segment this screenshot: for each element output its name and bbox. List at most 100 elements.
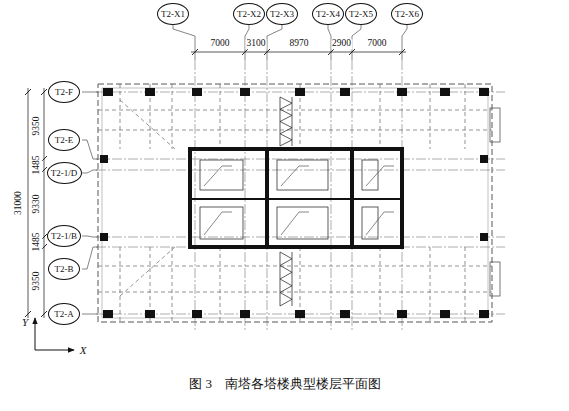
axis-label: T2-E: [55, 136, 74, 145]
bubble-leader: [82, 140, 98, 159]
grid-bubble: T2-1/D: [47, 162, 82, 184]
axis-name: X: [79, 345, 88, 356]
beam-line: [465, 84, 466, 149]
core-room: [277, 160, 328, 190]
grid-line: [331, 60, 332, 330]
column: [397, 310, 407, 318]
grid-line: [245, 60, 246, 330]
dimension-text: 8970: [289, 39, 310, 49]
brace: [280, 252, 292, 306]
stair-line: [366, 212, 394, 235]
beam-line: [380, 247, 381, 322]
beam-line: [120, 247, 175, 296]
stair-line: [204, 212, 232, 235]
column: [100, 233, 108, 241]
dimension-text: 2900: [331, 39, 352, 49]
core-wall: [190, 149, 402, 247]
grid-bubble: T2-X5: [345, 3, 377, 25]
core-room: [200, 160, 243, 190]
dimension-text: 7000: [367, 39, 388, 49]
beam-line: [98, 130, 492, 131]
brace: [280, 97, 281, 146]
bubble-leader: [82, 170, 98, 173]
brace: [280, 252, 281, 306]
column: [240, 310, 250, 318]
beam-line: [120, 100, 175, 149]
beam-line: [98, 110, 492, 111]
core-wall: [350, 149, 354, 247]
axis-label: T2-F: [55, 88, 73, 97]
column: [397, 88, 407, 96]
bubble-leader: [82, 247, 98, 269]
dimension-line: [28, 88, 29, 318]
grid-bubble: T2-F: [48, 81, 80, 103]
grid-line: [96, 159, 505, 160]
stair-line: [281, 212, 309, 235]
dimension-tick: [41, 244, 47, 250]
grid-bubble: T2-X6: [391, 3, 423, 25]
dimension-text: 3100: [246, 39, 267, 49]
column: [479, 310, 489, 318]
column: [480, 233, 488, 241]
axis-label: T2-1/B: [51, 232, 77, 241]
bubble-leader: [82, 92, 98, 93]
bubble-leader: [402, 25, 407, 60]
dimension-text: 1485: [32, 232, 42, 253]
column: [100, 155, 108, 163]
beam-line: [98, 266, 492, 267]
grid-line: [96, 170, 505, 171]
axis-label: T2-A: [54, 310, 74, 319]
axis-label: T2-X2: [237, 10, 261, 19]
axis-label: T2-X6: [395, 10, 419, 19]
beam-line: [120, 84, 121, 149]
dimension-tick: [41, 156, 47, 162]
beam-line: [220, 247, 221, 322]
bubble-leader: [82, 236, 98, 237]
dimension-text: 31000: [14, 190, 24, 216]
dimension-line: [44, 88, 45, 318]
column: [240, 88, 250, 96]
column: [295, 310, 305, 318]
bubble-leader: [82, 314, 98, 315]
grid-bubble: T2-X4: [312, 3, 344, 25]
core-inner-wall: [269, 198, 350, 200]
notch-outline: [490, 108, 500, 142]
axis-label: T2-B: [55, 265, 74, 274]
grid-bubble: T2-A: [48, 303, 80, 325]
brace: [292, 97, 293, 146]
beam-line: [172, 247, 173, 322]
column: [340, 310, 350, 318]
brace: [292, 252, 293, 306]
bubble-leader: [173, 25, 195, 60]
axis-label: T2-X5: [349, 10, 373, 19]
stair-line: [281, 166, 309, 186]
grid-bubble: T2-1/B: [47, 225, 81, 247]
dimension-tick: [41, 311, 47, 317]
beam-line: [380, 84, 381, 149]
column: [479, 88, 489, 96]
notch-outline: [490, 262, 500, 296]
column: [103, 310, 113, 318]
dimension-text: 7000: [210, 39, 231, 49]
dimension-text: 9350: [32, 270, 42, 291]
dimension-tick: [41, 89, 47, 95]
brace: [280, 97, 292, 146]
figure-caption: 图 3 南塔各塔楼典型楼层平面图: [189, 375, 381, 393]
column: [192, 310, 202, 318]
core-inner-wall: [192, 198, 265, 200]
column: [440, 310, 450, 318]
slab-edge: [98, 84, 492, 322]
beam-line: [430, 84, 431, 149]
column: [145, 88, 155, 96]
core-room: [200, 207, 243, 239]
beam-line: [172, 84, 173, 149]
grid-bubble: T2-E: [48, 129, 80, 151]
bubble-leader: [267, 25, 282, 60]
stair-line: [366, 166, 394, 186]
dimension-text: 1485: [32, 154, 42, 175]
beam-line: [465, 247, 466, 322]
beam-line: [120, 247, 121, 322]
grid-bubble: T2-X2: [233, 3, 265, 25]
dimension-tick: [25, 89, 31, 95]
